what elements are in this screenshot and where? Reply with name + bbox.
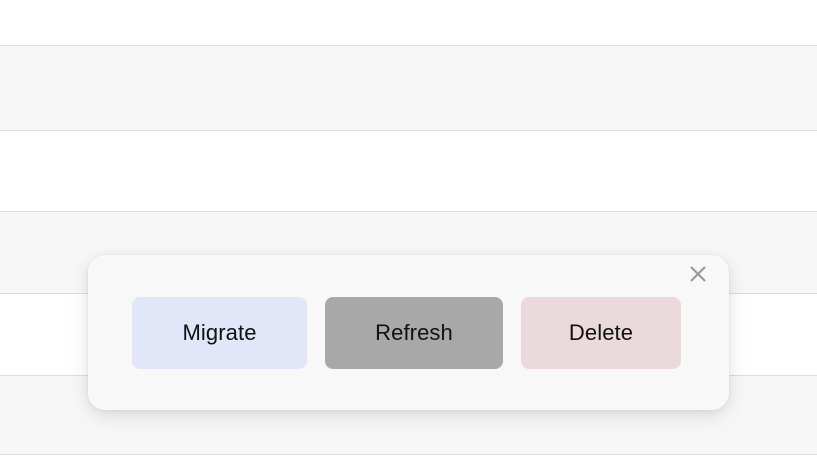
migrate-button[interactable]: Migrate: [132, 297, 307, 369]
close-icon[interactable]: [684, 260, 712, 288]
action-dialog: Migrate Refresh Delete: [88, 255, 729, 410]
dialog-button-row: Migrate Refresh Delete: [132, 297, 681, 369]
refresh-button[interactable]: Refresh: [325, 297, 503, 369]
table-row: [0, 45, 817, 131]
table-row: [0, 131, 817, 212]
table-row: [0, 455, 817, 459]
delete-button[interactable]: Delete: [521, 297, 681, 369]
table-row: [0, 0, 817, 45]
